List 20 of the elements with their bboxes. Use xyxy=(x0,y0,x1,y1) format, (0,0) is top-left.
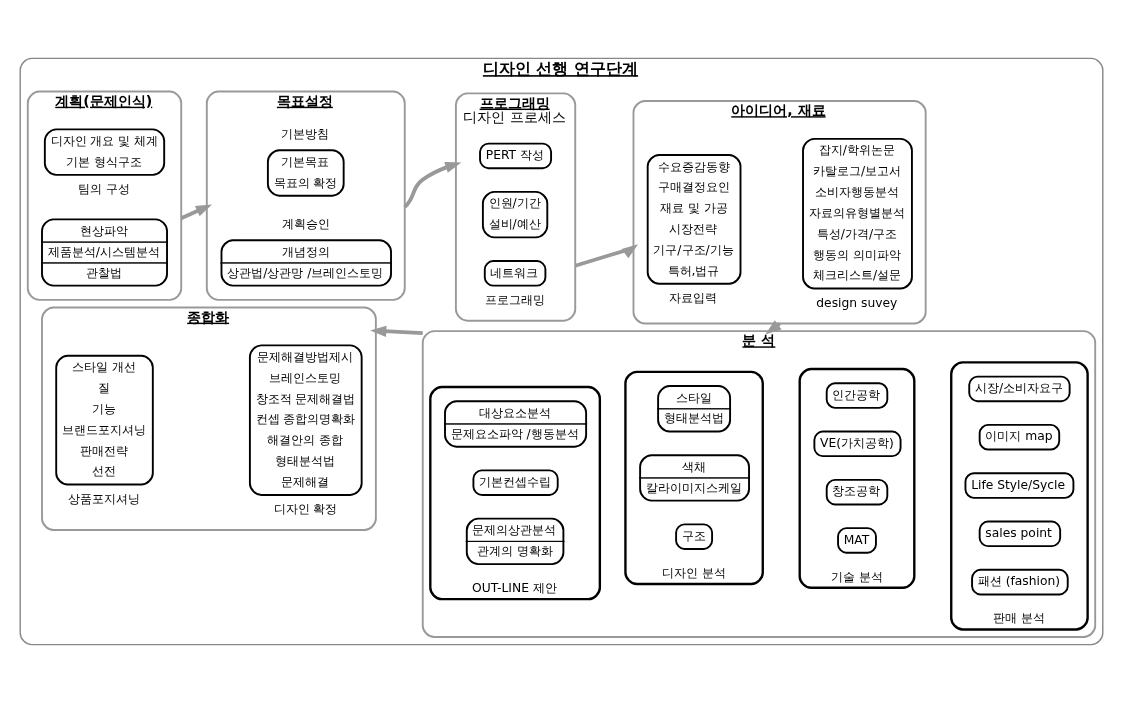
node-label: design suvey xyxy=(816,295,898,310)
node-label: 프로그래밍 xyxy=(484,292,545,307)
cluster xyxy=(950,360,1089,631)
cluster xyxy=(624,370,764,585)
node-label: 디자인 확정 xyxy=(273,501,338,516)
cluster xyxy=(798,367,916,589)
node-label: 기본방침 xyxy=(281,126,330,141)
arrow xyxy=(180,203,213,220)
node-label: 자료입력 xyxy=(669,290,718,305)
node-label: OUT-LINE 제안 xyxy=(472,580,557,595)
node-label: 상품포지셔닝 xyxy=(68,491,141,506)
node-label: 판매 분석 xyxy=(993,610,1046,625)
node-label: 팀의 구성 xyxy=(78,181,131,196)
arrow xyxy=(574,243,639,268)
arrow xyxy=(403,161,462,208)
node-label: 기술 분석 xyxy=(830,569,883,584)
node-label: 디자인 분석 xyxy=(661,565,726,580)
node-label: 계획승인 xyxy=(281,216,330,231)
arrow xyxy=(370,325,423,337)
cluster xyxy=(429,385,602,600)
